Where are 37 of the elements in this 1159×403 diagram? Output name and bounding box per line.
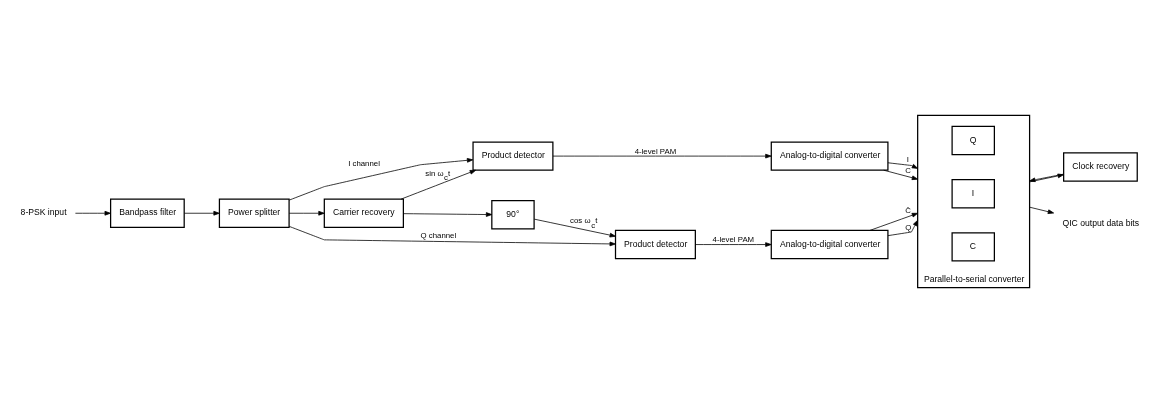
node-text: QIC output data bits — [1062, 218, 1140, 229]
node-box: Analog-to-digital converter — [770, 141, 889, 171]
node-text: 8-PSK input — [20, 207, 67, 218]
node-box: Product detector — [472, 141, 554, 171]
node-box: Power splitter — [218, 198, 290, 228]
arrow — [288, 210, 325, 216]
arrow — [883, 169, 919, 181]
edge-label: 4-level PAM — [634, 146, 677, 156]
edge-label: Q — [905, 222, 912, 232]
arrow — [75, 210, 111, 216]
arrow — [887, 219, 919, 237]
arrow — [887, 162, 919, 169]
edge-label: I channel — [348, 159, 380, 169]
node-box: Analog-to-digital converter — [770, 229, 889, 260]
edge-label: Q channel — [420, 231, 457, 241]
arrow — [533, 218, 616, 238]
edge-label: C̄ — [905, 206, 911, 216]
node-box: Bandpass filter — [110, 198, 185, 228]
arrow — [695, 242, 772, 247]
node-box: Clock recovery — [1063, 152, 1138, 182]
edge-label: C — [905, 166, 911, 176]
arrow — [184, 210, 220, 216]
node-box: Q — [951, 125, 995, 156]
node-box: 90° — [491, 200, 535, 230]
node-box: I — [951, 178, 995, 209]
arrow — [403, 212, 493, 217]
arrow — [1029, 206, 1055, 214]
arrow — [288, 226, 616, 247]
edge-label: I — [906, 155, 909, 165]
node-box: Carrier recovery — [323, 198, 404, 228]
arrow — [552, 153, 772, 159]
arrow — [869, 212, 919, 231]
arrow — [400, 169, 476, 200]
node-box: C — [951, 232, 995, 262]
arrow — [288, 158, 474, 201]
node-box: Product detector — [614, 229, 696, 260]
edge-label: 4-level PAM — [712, 235, 755, 245]
